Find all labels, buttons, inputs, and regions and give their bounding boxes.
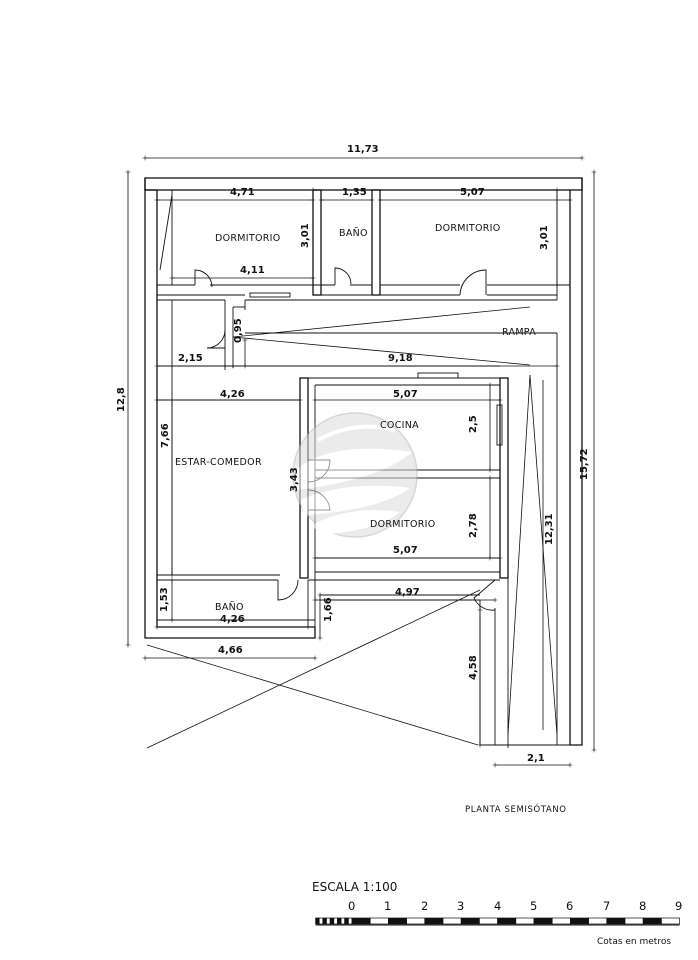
scale-segment xyxy=(497,917,517,925)
scale-segment xyxy=(606,917,626,925)
dim-lower-strip: 4,97 xyxy=(395,587,420,598)
dim-bottom-width: 4,66 xyxy=(218,645,243,656)
scale-segment xyxy=(351,917,371,925)
scale-segment xyxy=(551,917,571,925)
dim-dorm1-width: 4,71 xyxy=(230,187,255,198)
dim-ramp-vertical: 12,31 xyxy=(544,513,555,545)
dim-rampa-length: 9,18 xyxy=(388,353,413,364)
dim-dorm1-lower-width: 4,11 xyxy=(240,265,265,276)
scale-segment xyxy=(424,917,444,925)
scale-segment xyxy=(661,917,680,925)
dim-step-height: 1,66 xyxy=(323,597,334,622)
scale-title: ESCALA 1:100 xyxy=(312,880,397,894)
scale-subdivision xyxy=(348,917,353,925)
scale-segment xyxy=(588,917,608,925)
room-cocina: COCINA xyxy=(380,420,419,431)
scale-subdivision xyxy=(340,917,346,925)
room-dormitorio-2: DORMITORIO xyxy=(435,223,501,234)
scale-segment xyxy=(642,917,662,925)
scale-segment xyxy=(570,917,589,925)
dim-dorm2-width: 5,07 xyxy=(460,187,485,198)
doors-top xyxy=(194,267,487,296)
dim-bano1-width: 1,35 xyxy=(342,187,367,198)
scale-segment xyxy=(442,917,462,925)
scale-tick-2: 2 xyxy=(421,899,428,913)
scale-bar-graphic xyxy=(315,917,680,926)
dim-hall-left: 2,15 xyxy=(178,353,203,364)
scale-tick-7: 7 xyxy=(603,899,610,913)
scale-bar: ESCALA 1:100 0 1 2 3 4 5 6 7 8 9 Cotas e… xyxy=(312,880,682,947)
dimension-lines xyxy=(125,155,597,768)
scale-unit-note: Cotas en metros xyxy=(597,937,671,947)
room-bano-1: BAÑO xyxy=(339,228,368,239)
dim-cocina-width: 5,07 xyxy=(393,389,418,400)
dim-dorm3-height: 2,78 xyxy=(468,513,479,538)
dim-estar-width: 4,26 xyxy=(220,389,245,400)
dim-estar-height: 7,66 xyxy=(160,423,171,448)
watermark-logo xyxy=(292,412,418,538)
room-dormitorio-1: DORMITORIO xyxy=(215,233,281,244)
dim-bano2-height: 1,53 xyxy=(159,587,170,612)
dim-passage: 3,43 xyxy=(289,467,300,492)
scale-subdivision xyxy=(333,917,338,925)
ramp-vertical xyxy=(473,333,570,748)
scale-tick-5: 5 xyxy=(530,899,537,913)
lower-diagonals xyxy=(146,589,481,749)
dim-ramp-width: 2,1 xyxy=(527,753,545,764)
scale-segment xyxy=(406,917,426,925)
dim-dorm2-height: 3,01 xyxy=(539,225,550,250)
dim-lower-right-height: 4,58 xyxy=(468,655,479,680)
scale-segment xyxy=(369,917,389,925)
room-estar-comedor: ESTAR-COMEDOR xyxy=(175,457,262,468)
scale-subdivision xyxy=(337,917,342,925)
scale-segment xyxy=(533,917,553,925)
scale-subdivision xyxy=(344,917,349,925)
scale-tick-8: 8 xyxy=(639,899,646,913)
room-labels: DORMITORIO BAÑO DORMITORIO RAMPA COCINA … xyxy=(175,223,536,613)
dimension-labels: 11,73 12,8 15,72 4,71 1,35 5,07 3,01 3,0… xyxy=(116,144,590,764)
scale-subdivision xyxy=(326,917,331,925)
dim-dorm1-height: 3,01 xyxy=(300,223,311,248)
scale-tick-6: 6 xyxy=(566,899,573,913)
scale-subdivision xyxy=(322,917,327,925)
dim-overall-width: 11,73 xyxy=(347,144,379,155)
scale-tick-4: 4 xyxy=(494,899,501,913)
scale-segment xyxy=(460,917,480,925)
top-rooms-walls xyxy=(157,189,570,298)
dim-overall-height-right: 15,72 xyxy=(579,448,590,480)
scale-tick-0: 0 xyxy=(348,899,355,913)
scale-segment xyxy=(479,917,498,925)
dim-overall-height-left: 12,8 xyxy=(116,387,127,412)
room-bano-2: BAÑO xyxy=(215,602,244,613)
scale-ticks: 0 1 2 3 4 5 6 7 8 9 xyxy=(348,899,682,913)
scale-segment xyxy=(388,917,407,925)
dim-bano2-width: 4,26 xyxy=(220,614,245,625)
dim-dorm3-width: 5,07 xyxy=(393,545,418,556)
scale-tick-1: 1 xyxy=(384,899,391,913)
ramp-hall xyxy=(157,299,557,370)
dim-cocina-height: 2,5 xyxy=(468,415,479,433)
scale-tick-3: 3 xyxy=(457,899,464,913)
dim-hall-width: 0,95 xyxy=(233,318,244,343)
room-dormitorio-3: DORMITORIO xyxy=(370,519,436,530)
scale-subdivision xyxy=(315,917,320,925)
bano-bottom xyxy=(157,580,480,627)
scale-subdivision xyxy=(318,917,324,925)
scale-segment xyxy=(515,917,535,925)
scale-segment xyxy=(624,917,644,925)
room-rampa: RAMPA xyxy=(502,327,536,338)
scale-tick-9: 9 xyxy=(675,899,682,913)
plan-title: PLANTA SEMISÓTANO xyxy=(465,803,567,815)
scale-subdivision xyxy=(329,917,335,925)
